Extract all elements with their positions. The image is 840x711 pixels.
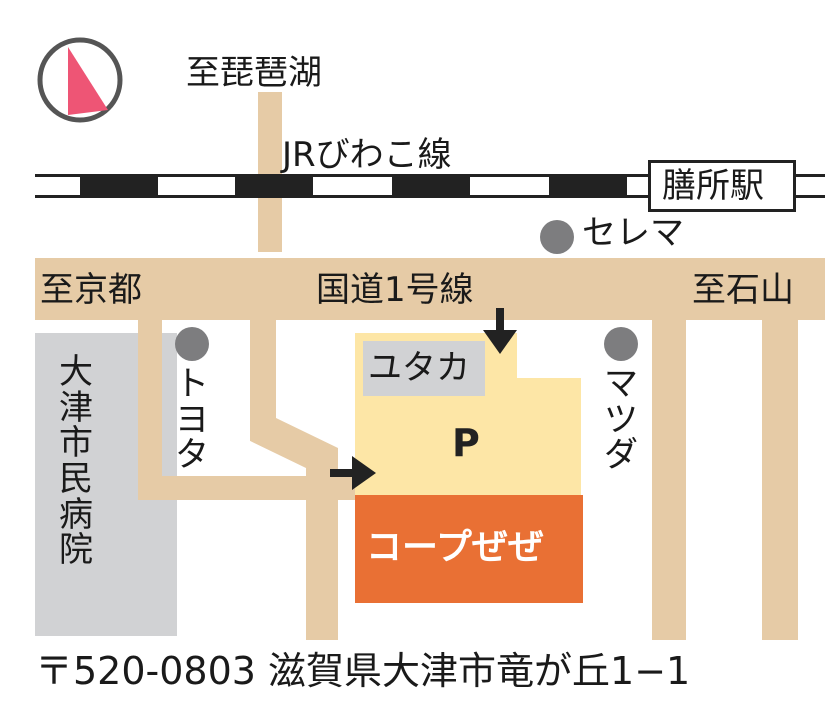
store-coop-zeze	[355, 495, 583, 603]
label-parking: P	[452, 421, 480, 465]
route-1-road	[35, 258, 825, 320]
side-road-diagonal	[250, 318, 338, 640]
label-hospital: 大津市民病院	[59, 352, 93, 571]
label-route-1: 国道1号線	[316, 270, 474, 310]
label-lake-direction: 至琵琶湖	[186, 53, 322, 93]
label-serema: セレマ	[582, 213, 684, 253]
label-station: 膳所駅	[662, 166, 764, 206]
label-store: コープぜぜ	[366, 527, 544, 568]
label-kyoto-direction: 至京都	[40, 270, 142, 310]
yutaka-box	[363, 341, 485, 396]
arrow-down-icon	[483, 308, 517, 354]
address-text: 〒520-0803 滋賀県大津市竜が丘1−1	[35, 649, 691, 693]
label-yutaka: ユタカ	[368, 348, 470, 388]
label-railway: JRびわこ線	[282, 135, 452, 175]
road-to-lake	[258, 92, 282, 252]
side-road-west	[138, 320, 162, 500]
landmark-toyota-dot	[175, 327, 209, 361]
north-arrow-icon	[37, 37, 123, 123]
landmark-mazda-dot	[604, 327, 638, 361]
landmark-serema-dot	[540, 220, 574, 254]
arrow-right-icon	[330, 456, 376, 490]
road-east-1	[652, 320, 686, 640]
road-east-2	[762, 320, 798, 640]
station-box	[648, 160, 796, 212]
railway-track	[35, 174, 825, 198]
label-ishiyama-direction: 至石山	[692, 270, 794, 310]
label-mazda: マツダ	[604, 364, 638, 476]
label-toyota: トヨタ	[175, 364, 209, 476]
